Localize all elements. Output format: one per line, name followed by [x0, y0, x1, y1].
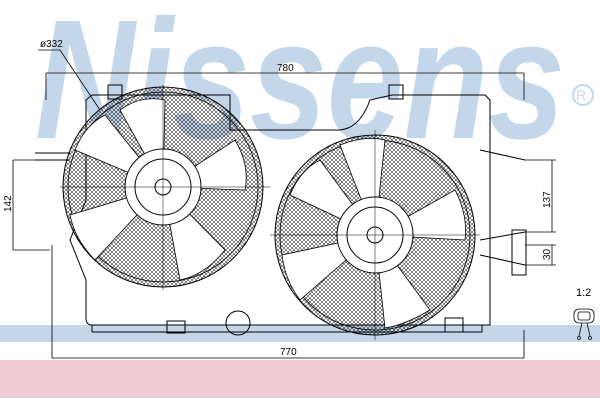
dimension-lines [12, 49, 556, 359]
watermark-band [0, 325, 600, 342]
bottom-width-label: 770 [280, 347, 297, 358]
right-height-label: 137 [542, 191, 553, 208]
pink-band [0, 360, 600, 398]
registered-circle [572, 84, 594, 106]
right-small-label: 30 [542, 248, 553, 260]
fan-diameter-label: ø332 [40, 39, 63, 50]
top-width-label: 780 [277, 63, 294, 74]
scale-label: 1:2 [576, 287, 591, 299]
connector-icon [573, 308, 595, 340]
registered-mark: R [576, 87, 586, 103]
left-height-label: 142 [3, 195, 14, 212]
right-fan [270, 130, 480, 340]
left-fan [60, 85, 270, 290]
